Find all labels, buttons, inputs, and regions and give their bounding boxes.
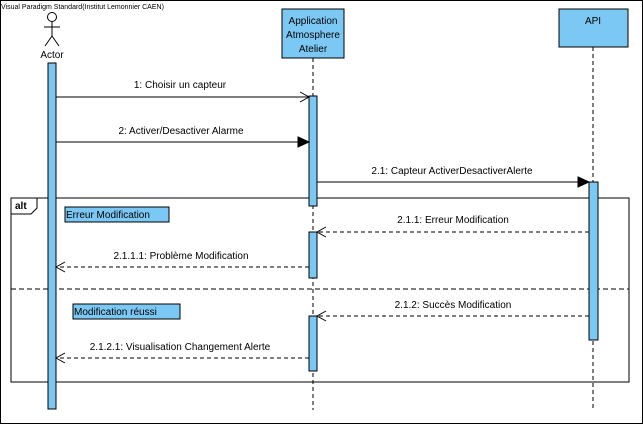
message-7: 2.1.2.1: Visualisation Changement Alerte [54,342,309,364]
app-activation-bar-3 [308,315,318,372]
message-4: 2.1.1: Erreur Modification [315,215,589,238]
message-4-arrowhead [315,226,327,238]
message-3: 2.1: Capteur ActiverDesactiverAlerte [317,166,591,188]
message-2-arrowhead [297,136,311,148]
actor-left-leg [44,35,53,47]
message-5-label: 2.1.1.1: Problème Modification [113,251,248,262]
app-header-box [281,8,345,59]
app-participant: Application Atmosphere Atelier [281,8,345,59]
api-header-box [558,8,629,48]
actor-label: Actor [40,50,64,61]
message-1-arrowhead [299,91,311,103]
alt-fragment: alt Erreur Modification Modification réu… [10,197,630,383]
alt-operator-label: alt [15,201,27,212]
guard-label-success: Modification réussi [74,307,157,318]
api-activation-bar [588,181,599,341]
guard-note-error [64,206,170,223]
actor-participant: Actor [40,12,64,61]
actor-activation-bar [47,62,57,410]
app-label-line-3: Atelier [299,44,328,55]
message-7-arrowhead [54,352,66,364]
guard-note-success [72,303,181,320]
api-label: API [585,16,601,27]
actor-right-leg [51,35,60,47]
message-3-arrowhead [577,176,591,188]
message-7-label: 2.1.2.1: Visualisation Changement Alerte [90,342,271,353]
message-2: 2: Activer/Desactiver Alarme [56,126,311,148]
message-3-label: 2.1: Capteur ActiverDesactiverAlerte [371,166,533,177]
alt-operator-tab [10,197,38,215]
app-label-line-2: Atmosphere [286,30,340,41]
message-1-label: 1: Choisir un capteur [134,80,227,91]
app-label-line-1: Application [289,16,338,27]
guard-label-error: Erreur Modification [66,210,150,221]
watermark: Visual Paradigm Standard(Institut Lemonn… [1,4,164,11]
message-5: 2.1.1.1: Problème Modification [54,251,309,273]
message-5-arrowhead [54,261,66,273]
message-2-label: 2: Activer/Desactiver Alarme [118,126,243,137]
app-activation-bar-1 [308,95,318,207]
message-6: 2.1.2: Succès Modification [315,300,589,322]
alt-fragment-frame [10,197,630,383]
message-4-label: 2.1.1: Erreur Modification [397,215,509,226]
message-6-arrowhead [315,310,327,322]
message-6-label: 2.1.2: Succès Modification [395,300,512,311]
actor-head-icon [47,12,57,22]
app-activation-bar-2 [308,231,318,279]
message-1: 1: Choisir un capteur [56,80,311,103]
api-participant: API [558,8,629,48]
